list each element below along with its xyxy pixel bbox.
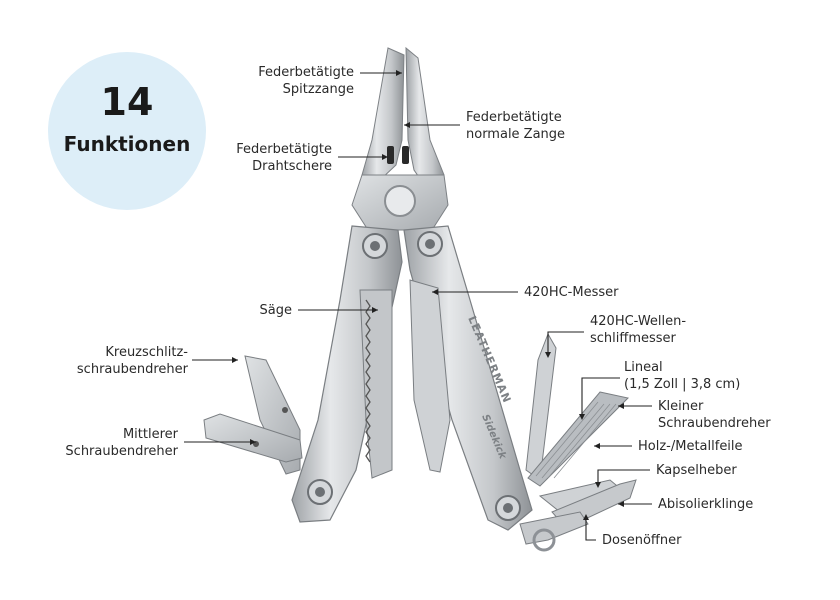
phillips-hole <box>282 407 288 413</box>
medium-screwdriver <box>203 413 303 463</box>
wire-cutter-right <box>402 146 409 164</box>
lanyard-ring <box>532 528 556 552</box>
label-messer: 420HC-Messer <box>524 285 619 300</box>
file-tool <box>527 391 630 487</box>
leader-arrowheads <box>232 70 624 520</box>
saw-blade <box>359 289 393 479</box>
left-top-rivet-inner <box>370 241 380 251</box>
line-kapselheber <box>597 469 650 482</box>
label-lineal: Lineal(1,5 Zoll | 3,8 cm) <box>624 360 741 392</box>
label-kreuzschlitz: Kreuzschlitz-schraubendreher <box>76 345 188 377</box>
pivot-circle <box>384 185 416 217</box>
leader-lines <box>184 72 652 541</box>
line-dosenoeffner <box>585 520 596 541</box>
label-kapselheber: Kapselheber <box>656 463 737 478</box>
can-opener <box>519 511 589 545</box>
badge-number: 14 <box>100 80 154 124</box>
plier-jaw-right <box>405 46 445 197</box>
function-count-badge: 14 Funktionen <box>48 52 206 210</box>
label-dosenoeffner: Dosenöffner <box>602 533 682 548</box>
label-saege: Säge <box>259 303 292 318</box>
right-bottom-rivet-inner <box>503 503 513 513</box>
line-lineal <box>581 377 620 414</box>
knife-blade <box>409 279 451 473</box>
badge-word: Funktionen <box>63 132 191 156</box>
wire-cutter-left <box>387 146 394 164</box>
right-top-rivet-inner <box>425 239 435 249</box>
label-wellenschliff: 420HC-Wellen-schliffmesser <box>590 314 687 346</box>
label-feile: Holz-/Metallfeile <box>638 439 743 454</box>
label-abisolier: Abisolierklinge <box>658 497 754 512</box>
file-texture <box>535 401 617 479</box>
line-wellenschliff <box>547 331 584 352</box>
saw-teeth <box>365 299 371 463</box>
left-bottom-rivet-inner <box>315 487 325 497</box>
plier-jaw-left <box>361 47 405 181</box>
